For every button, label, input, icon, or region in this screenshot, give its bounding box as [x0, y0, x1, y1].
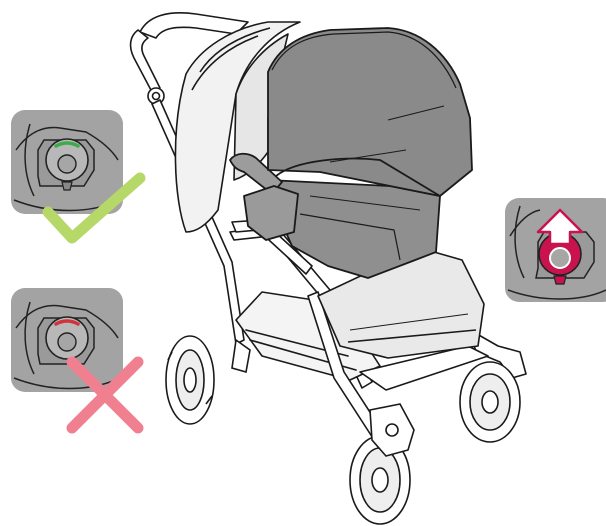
- wheel-rear-left: [165, 335, 215, 425]
- car-seat-canopy: [267, 27, 473, 197]
- cross-mark-icon: [66, 356, 144, 434]
- car-seat-adapter: [243, 185, 299, 241]
- handlebar: [139, 12, 249, 39]
- handlebar-grip: [129, 29, 161, 93]
- indicator-bad: [54, 319, 80, 326]
- wheel-rear-right: [459, 361, 521, 443]
- stroller-seat: [174, 21, 485, 359]
- rear-axle: [359, 345, 489, 391]
- indicator-ok: [54, 141, 80, 148]
- check-mark-icon: [42, 172, 146, 244]
- inset-correct: [11, 110, 146, 244]
- arrow-up-icon: [536, 208, 584, 246]
- stroller-frame: [129, 12, 527, 447]
- infant-car-seat: [229, 27, 473, 279]
- wheel-front: [349, 435, 411, 525]
- inset-incorrect: [11, 288, 144, 434]
- inset-release: [505, 198, 606, 302]
- wheels: [165, 335, 521, 525]
